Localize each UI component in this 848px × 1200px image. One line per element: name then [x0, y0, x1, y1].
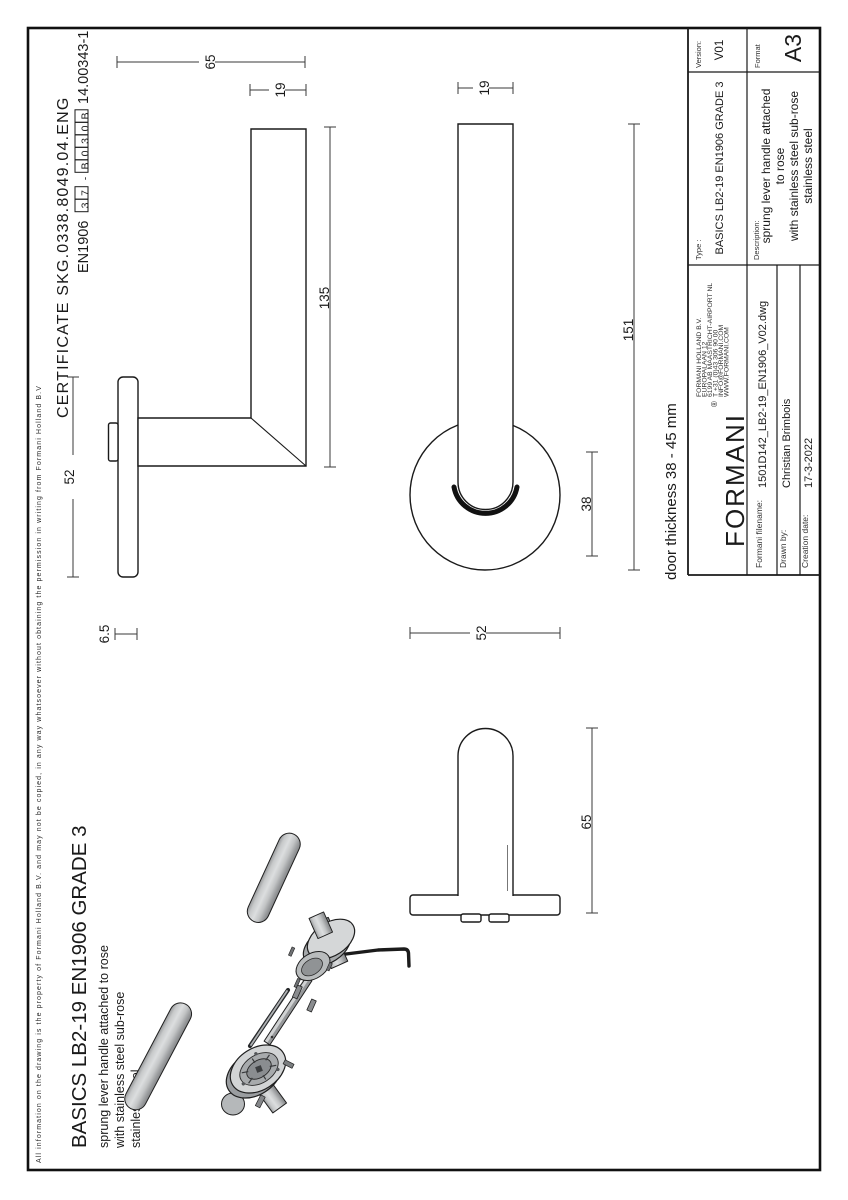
address-line-4: T +31 (0)43 306 90 00 — [713, 329, 720, 397]
dim-151-front: 151 — [617, 123, 640, 571]
upper-grip-cylinder — [246, 832, 301, 923]
dim-text: 52 — [62, 469, 77, 484]
screw-tab — [460, 913, 482, 923]
registered-mark: ® — [710, 401, 719, 407]
drawn-by-value: Christian Brimbois — [781, 398, 793, 488]
spring-pin — [247, 987, 291, 1049]
drawn-by-label: Drawn by: — [778, 530, 788, 568]
subtitle-line-2: with stainless steel sub-rose — [113, 992, 127, 1149]
upper-rose-assembly — [288, 911, 356, 1013]
certificate-line: CERTIFICATE SKG.0338.8049.04.ENG — [55, 97, 72, 419]
class-char: 0 — [80, 150, 92, 156]
address-line-1: FORMANI HOLLAND B.V. — [696, 317, 703, 397]
bottom-view-rose-plate — [409, 894, 561, 916]
type-value: BASICS LB2-19 EN1906 GRADE 3 — [714, 81, 726, 254]
description-line-1: sprung lever handle attached — [759, 89, 773, 244]
dim-52-side: 52 — [58, 376, 79, 578]
title-block: Version: V01 Format A3 Type : BASICS LB2… — [687, 28, 820, 576]
format-value: A3 — [780, 34, 806, 62]
description-line-3: with stainless steel sub-rose — [787, 91, 801, 242]
address-line-5: INFO@FORMANI.COM — [718, 324, 725, 397]
filename-label: Formani filename: — [754, 500, 764, 568]
side-view-bearing — [107, 422, 119, 462]
neck-shadow-arc — [451, 484, 520, 516]
type-label: Type : — [694, 240, 703, 260]
description-line-4: stainless steel — [801, 128, 815, 203]
lower-rose-assembly — [225, 1044, 295, 1109]
dim-text: 19 — [273, 82, 288, 97]
class-char: 7 — [80, 190, 92, 196]
class-char: 3 — [80, 138, 92, 144]
screw-tab — [488, 913, 510, 923]
creation-date-value: 17-3-2022 — [803, 438, 815, 488]
dim-65-side: 65 — [116, 44, 306, 80]
class-char: 0 — [80, 125, 92, 131]
fine-print: All information on the drawing is the pr… — [36, 385, 43, 1163]
side-view-rose — [117, 376, 139, 578]
version-label: Version: — [694, 41, 703, 68]
description-label: Description: — [752, 220, 761, 260]
door-thickness-note: door thickness 38 - 45 mm — [663, 403, 680, 580]
creation-date-label: Creation date: — [800, 515, 810, 568]
front-view: 19 151 38 52 — [409, 70, 640, 653]
dim-text: 19 — [477, 80, 492, 95]
subtitle-line-1: sprung lever handle attached to rose — [97, 945, 111, 1148]
dim-135-side: 135 — [313, 126, 336, 468]
bottom-view: 65 — [409, 727, 598, 923]
certificate-block: CERTIFICATE SKG.0338.8049.04.ENG EN1906 … — [55, 31, 92, 418]
filename-value: 1501D142_LB2-19_EN1906_V02.dwg — [757, 301, 769, 488]
version-value: V01 — [714, 40, 726, 60]
formani-logo: FORMANI — [720, 413, 750, 547]
page-title: BASICS LB2-19 EN1906 GRADE 3 — [68, 826, 91, 1148]
dim-52-front: 52 — [409, 613, 561, 653]
dim-text: 135 — [317, 287, 332, 310]
dim-text: 65 — [203, 54, 218, 69]
class-char: B — [80, 162, 92, 169]
miter-line — [250, 417, 307, 467]
dim-text: 38 — [579, 496, 594, 511]
dim-text: 6.5 — [97, 625, 112, 644]
address-line-2: EUROPALAAN 12 — [702, 341, 709, 397]
dim-text: 65 — [579, 814, 594, 829]
description-line-2: to rose — [773, 147, 787, 184]
class-char: - — [80, 176, 92, 180]
dim-6.5-side: 6.5 — [97, 625, 138, 644]
address-line-3: 6199 AB MAASTRICHT-AIRPORT NL — [707, 283, 714, 397]
dim-text: 52 — [474, 625, 489, 640]
bottom-view-grip — [457, 727, 514, 896]
dim-65-bottom: 65 — [575, 727, 598, 914]
side-view: 65 19 135 52 — [58, 44, 336, 643]
exploded-view-rendering — [124, 832, 411, 1116]
front-view-grip — [457, 123, 514, 511]
sheet-border — [26, 26, 822, 1172]
dim-19-front: 19 — [457, 70, 514, 106]
en1906-class-boxes: 3 7 - B 0 3 0 B — [74, 109, 92, 213]
dim-text: 151 — [621, 319, 636, 342]
allen-key — [344, 947, 411, 968]
dim-19-side: 19 — [249, 72, 307, 108]
dim-38-front: 38 — [575, 451, 598, 557]
class-char: 3 — [80, 202, 92, 208]
format-label: Format — [753, 43, 762, 68]
certificate-standard: EN1906 — [76, 221, 92, 273]
address-line-6: WWW.FORMANI.COM — [724, 327, 731, 397]
certificate-number: 14.00343-1 — [76, 31, 92, 104]
class-char: B — [80, 112, 92, 119]
lower-grip-cylinder — [124, 1002, 193, 1111]
